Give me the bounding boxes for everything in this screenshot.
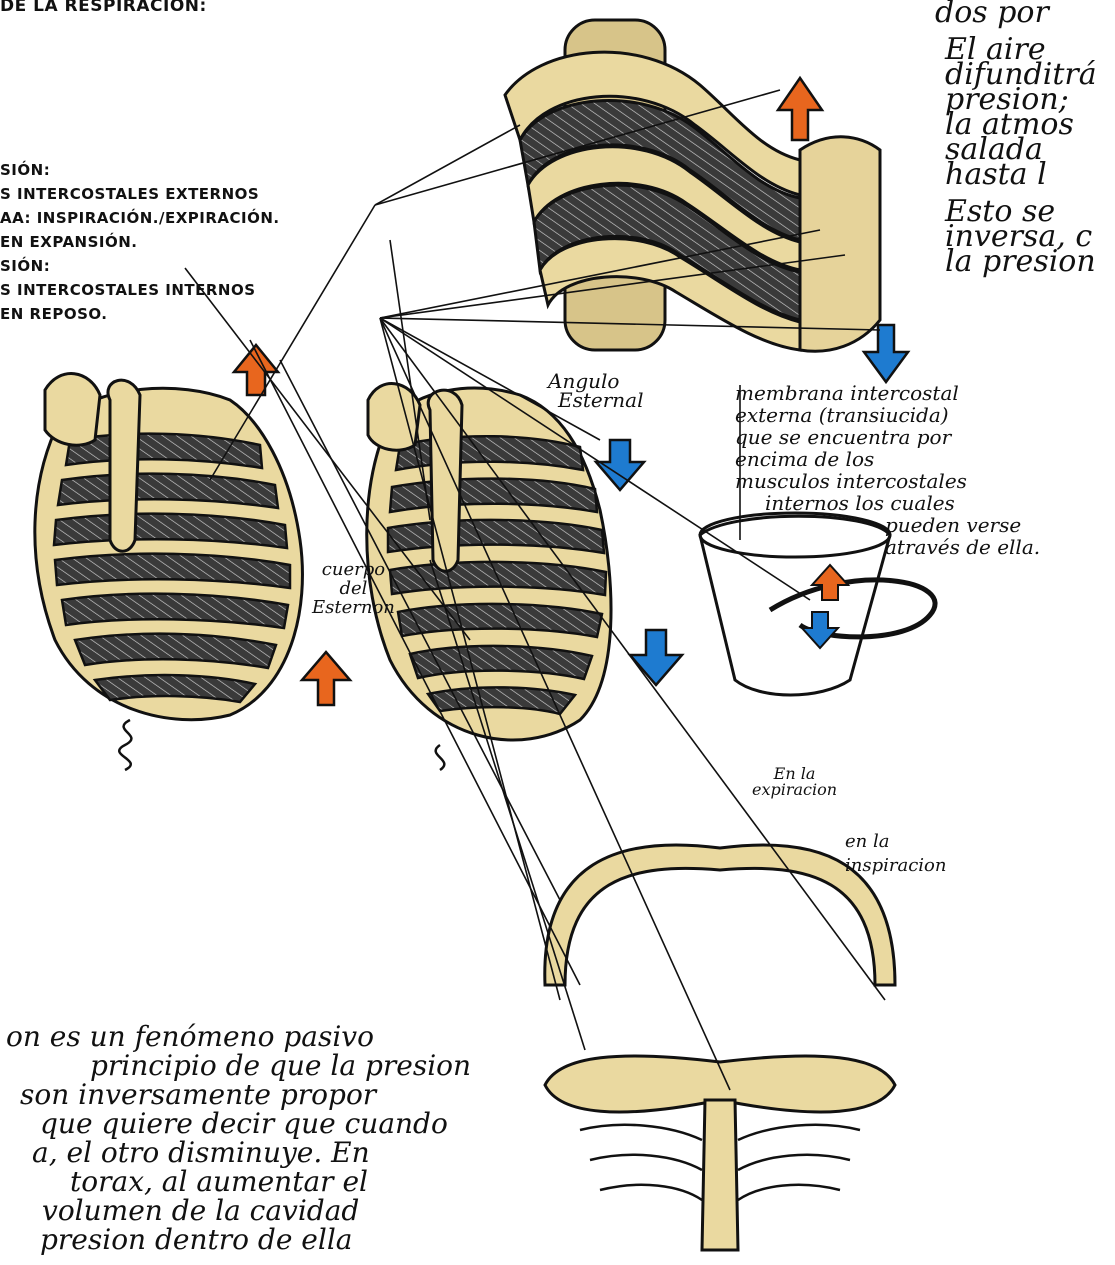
legend-line: EN REPOSO. bbox=[0, 302, 280, 326]
ribcage-left bbox=[35, 374, 303, 770]
paragraph-line: volumen de la cavidad bbox=[42, 1196, 471, 1225]
ribcage-bottom bbox=[545, 845, 895, 1250]
legend-line: SIÓN: bbox=[0, 158, 280, 182]
label-cuerpo-esternon: cuerpo del Esternon bbox=[312, 560, 395, 617]
label-en-la-expiracion: En la expiracion bbox=[752, 766, 837, 798]
legend-line: SIÓN: bbox=[0, 254, 280, 278]
paragraph-line: a, el otro disminuye. En bbox=[32, 1138, 471, 1167]
rib-arch-outer bbox=[545, 845, 895, 985]
label-membrana-intercostal: membrana intercostal externa (transiucid… bbox=[735, 382, 1040, 558]
spine-bottom bbox=[702, 1100, 738, 1250]
xiphoid-squiggle-middle bbox=[436, 745, 445, 770]
rib-detail-top bbox=[505, 20, 880, 351]
paragraph-line: presion dentro de ella bbox=[40, 1225, 471, 1254]
legend-line: EN EXPANSIÓN. bbox=[0, 230, 280, 254]
label-line: pueden verse bbox=[885, 514, 1040, 536]
blue-down-arrow-middle-bottom bbox=[630, 630, 682, 685]
left-legend: SIÓN: S INTERCOSTALES EXTERNOS AA: INSPI… bbox=[0, 158, 280, 326]
top-right-note: la presion bbox=[945, 249, 1097, 274]
ribcage-middle bbox=[367, 384, 611, 770]
top-right-note: hasta l bbox=[945, 162, 1097, 187]
sternum-middle bbox=[428, 390, 462, 571]
paragraph-line: on es un fenómeno pasivo bbox=[6, 1022, 471, 1051]
costal-cartilage bbox=[800, 137, 880, 351]
label-line: externa (transiucida) bbox=[735, 404, 1040, 426]
label-line: Esternal bbox=[558, 391, 644, 410]
blue-down-arrow-top bbox=[864, 325, 908, 382]
xiphoid-squiggle-left bbox=[119, 720, 131, 770]
label-line: encima de los bbox=[735, 448, 1040, 470]
paragraph-line: torax, al aumentar el bbox=[70, 1167, 471, 1196]
label-line: en la bbox=[845, 830, 946, 854]
legend-line: S INTERCOSTALES EXTERNOS bbox=[0, 182, 280, 206]
paragraph-line: que quiere decir que cuando bbox=[40, 1109, 471, 1138]
label-line: expiracion bbox=[752, 782, 837, 798]
label-line: Esternon bbox=[312, 598, 395, 617]
label-en-la-inspiracion: en la inspiracion bbox=[845, 830, 946, 878]
label-line: membrana intercostal bbox=[735, 382, 1040, 404]
label-line: inspiracion bbox=[845, 854, 946, 878]
top-right-notes: dos por El aire difunditrá presion; la a… bbox=[945, 0, 1097, 274]
header-title: DE LA RESPIRACIÓN: bbox=[0, 0, 207, 16]
sternum-left bbox=[108, 380, 140, 551]
label-line: cuerpo bbox=[312, 560, 395, 579]
orange-up-arrow-left-bottom bbox=[302, 652, 350, 705]
clavicle-left bbox=[45, 374, 100, 446]
label-line: del bbox=[312, 579, 395, 598]
legend-line: S INTERCOSTALES INTERNOS bbox=[0, 278, 280, 302]
paragraph-line: son inversamente propor bbox=[20, 1080, 471, 1109]
legend-line: AA: INSPIRACIÓN./EXPIRACIÓN. bbox=[0, 206, 280, 230]
label-line: através de ella. bbox=[885, 536, 1040, 558]
label-line: internos los cuales bbox=[765, 492, 1040, 514]
top-right-note: dos por bbox=[935, 0, 1097, 25]
paragraph-line: principio de que la presion bbox=[90, 1051, 471, 1080]
bottom-paragraph: on es un fenómeno pasivo principio de qu… bbox=[0, 1022, 471, 1254]
orange-up-arrow-top bbox=[778, 78, 822, 140]
label-angulo-esternal: Angulo Esternal bbox=[548, 372, 644, 410]
label-line: que se encuentra por bbox=[735, 426, 1040, 448]
label-line: musculos intercostales bbox=[735, 470, 1040, 492]
